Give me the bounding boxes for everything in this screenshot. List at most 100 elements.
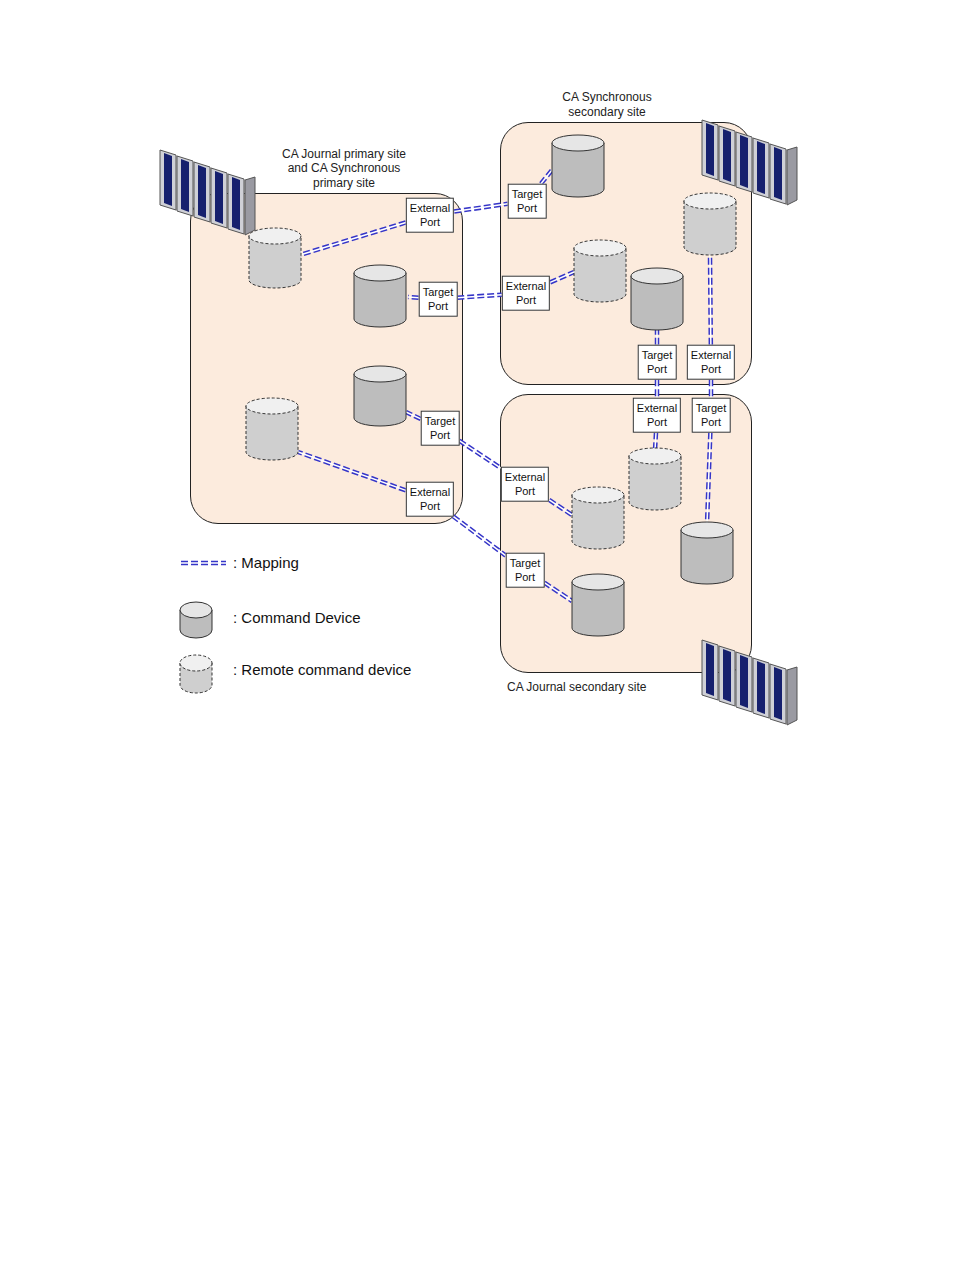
mapping-stroke <box>457 295 502 298</box>
server-panel <box>211 168 227 228</box>
cylinder-body <box>354 273 406 327</box>
legend-item: : Mapping <box>233 554 299 572</box>
server-panel-face <box>774 667 782 720</box>
command-device <box>681 522 733 584</box>
cylinder-body <box>574 248 626 302</box>
server-panel <box>702 120 718 180</box>
mapping-stroke <box>541 170 552 184</box>
port-box: Target Port <box>508 184 547 219</box>
remote-command-device <box>572 487 624 549</box>
port-label: External Port <box>506 279 546 308</box>
port-box: Target Port <box>638 345 677 380</box>
mapping-connector <box>454 204 508 212</box>
port-label: External Port <box>410 201 450 230</box>
mapping-gap <box>541 170 552 184</box>
mapping-line <box>406 412 421 419</box>
cylinder-body <box>681 530 733 584</box>
server-panel-face <box>757 661 765 714</box>
mapping-gap <box>453 516 506 555</box>
server-panel <box>736 652 752 712</box>
mapping-gap <box>655 432 656 450</box>
cylinder-body <box>354 374 406 426</box>
mapping-gap <box>457 295 502 298</box>
server-panel <box>702 640 718 700</box>
cylinder-top <box>354 265 406 281</box>
remote-command-device <box>249 228 301 288</box>
mapping-stroke <box>544 583 572 601</box>
cylinder-top <box>572 487 624 503</box>
port-box: External Port <box>406 198 454 233</box>
mapping-connector <box>453 516 506 555</box>
site-label: CA Synchronous secondary site <box>545 90 669 119</box>
server-panel <box>770 144 786 204</box>
server-panel <box>177 156 193 216</box>
cylinder-top <box>574 240 626 256</box>
port-box: External Port <box>502 276 550 311</box>
command-device <box>552 135 604 197</box>
remote-command-device <box>574 240 626 302</box>
server-side <box>787 147 797 205</box>
server-side <box>245 177 255 235</box>
mapping-gap <box>549 500 572 515</box>
server-panel <box>753 138 769 198</box>
mapping-gap <box>710 379 712 397</box>
cylinder-body <box>629 456 681 510</box>
server-panel <box>719 126 735 186</box>
mapping-gap <box>406 412 421 419</box>
port-box: Target Port <box>421 411 460 446</box>
mapping-connector <box>657 379 658 397</box>
mapping-stroke <box>707 432 710 524</box>
mapping-gap <box>298 452 406 490</box>
port-label: Target Port <box>642 348 673 377</box>
mapping-stroke <box>655 432 656 450</box>
server-panel-face <box>774 147 782 200</box>
server-icon <box>160 150 255 235</box>
cylinder-body <box>246 406 298 460</box>
server-panel <box>228 174 244 234</box>
port-label: Target Port <box>696 401 727 430</box>
port-box: Target Port <box>506 553 545 588</box>
mapping-stroke <box>408 295 419 300</box>
mapping-line <box>657 330 658 345</box>
port-label: Target Port <box>510 556 541 585</box>
mapping-connector <box>457 295 502 298</box>
mapping-connector <box>459 441 501 468</box>
port-box: External Port <box>687 345 735 380</box>
cylinder-body <box>180 610 212 638</box>
mapping-stroke <box>298 452 406 490</box>
mapping-stroke <box>300 222 406 255</box>
port-label: Target Port <box>425 414 456 443</box>
server-panel <box>753 658 769 718</box>
mapping-line <box>707 432 710 524</box>
cylinder-top <box>552 135 604 151</box>
mapping-gap <box>656 379 658 397</box>
mapping-stroke <box>406 412 421 419</box>
mapping-gap <box>707 432 710 524</box>
server-panel <box>194 162 210 222</box>
mapping-line <box>549 500 572 515</box>
port-box: External Port <box>501 467 549 502</box>
cylinder-body <box>684 201 736 255</box>
remote-command-device <box>246 398 298 460</box>
mapping-gap <box>454 204 508 212</box>
port-label: Target Port <box>512 187 543 216</box>
mapping-line <box>710 256 712 345</box>
mapping-line <box>550 272 574 282</box>
mapping-line <box>298 452 406 490</box>
mapping-gap <box>656 330 658 345</box>
server-panel <box>719 646 735 706</box>
mapping-stroke <box>453 516 506 555</box>
mapping-gap <box>550 272 574 282</box>
server-panel-face <box>164 153 172 206</box>
mapping-gap <box>181 562 226 564</box>
port-box: External Port <box>406 482 454 517</box>
mapping-line <box>408 297 419 299</box>
server-panel-face <box>198 165 206 218</box>
mapping-line <box>541 170 552 184</box>
site-region: CA Journal secondary siteExternal PortTa… <box>500 394 752 673</box>
cylinder-top <box>629 448 681 464</box>
server-side <box>787 667 797 725</box>
